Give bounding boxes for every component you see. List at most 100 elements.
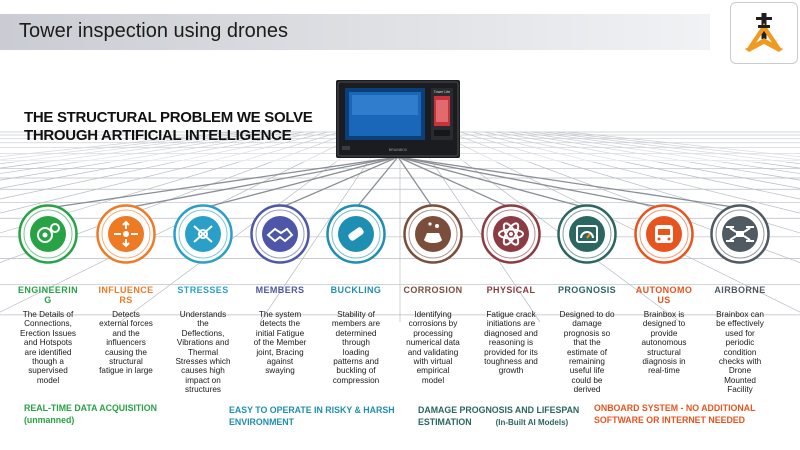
footer-line: ESTIMATION(In-Built AI Models)	[418, 416, 579, 429]
category-icon-10	[710, 204, 770, 264]
category-icon-7	[481, 204, 541, 264]
category-description-line: that the	[573, 338, 601, 348]
brainbox-device: Tower Lite BRAINBOX	[336, 80, 460, 158]
gears-icon	[18, 204, 78, 264]
connector-line	[397, 156, 665, 209]
category-description-line: numerical data	[406, 338, 460, 348]
category-description-line: condition	[723, 347, 757, 357]
footer-line: EASY TO OPERATE IN RISKY & HARSH	[229, 405, 395, 415]
category-description-line: Fatigue crack	[486, 310, 536, 319]
category-description-line: initial Fatigue	[255, 328, 305, 338]
category-label-line: ENGINEERIN	[17, 285, 78, 295]
category-description-line: real-time	[648, 366, 680, 376]
connector-line	[355, 156, 399, 209]
category-description-line: corrosions by	[408, 319, 458, 329]
category-description-line: periodic	[725, 338, 755, 348]
category-description-line: model	[421, 375, 445, 385]
category-description-line: empirical	[416, 366, 450, 376]
category-description-line: Brainbox is	[643, 310, 685, 319]
category-label-line: PROGNOSIS	[557, 285, 617, 295]
category-description-line: determined	[335, 328, 377, 338]
category-description-line: buckling of	[336, 366, 376, 376]
headline-line-1: THE STRUCTURAL PROBLEM WE SOLVE	[24, 109, 313, 126]
connector-line	[47, 156, 399, 209]
category-description-line: Mounted	[724, 375, 756, 385]
category-label: PHYSICAL	[479, 285, 543, 295]
category-icon-9	[634, 204, 694, 264]
category-description-line: against	[266, 357, 294, 367]
category-description-line: and the	[112, 328, 140, 338]
category-label: BUCKLING	[324, 285, 388, 295]
device-brand: BRAINBOX	[389, 148, 408, 152]
category-label: AIRBORNE	[708, 285, 772, 295]
category-description-line: Drone	[728, 366, 752, 376]
category-description-line: The Details of	[22, 310, 74, 319]
footer-line: (unmanned)	[24, 415, 75, 425]
category-description-line: Vibrations and	[176, 338, 230, 348]
category-description-line: growth	[498, 366, 524, 376]
device-screen-tag: Tower Lite	[434, 90, 450, 94]
stress-icon	[173, 204, 233, 264]
footer-onboard-system: ONBOARD SYSTEM - NO ADDITIONAL SOFTWARE …	[594, 402, 755, 426]
category-description-line: supervised	[28, 366, 68, 376]
connector-line	[279, 156, 399, 209]
category-description-line: causes high	[181, 366, 225, 376]
category-description-line: external forces	[99, 319, 153, 329]
category-description-line: and validating	[407, 347, 459, 357]
category-description-line: structural	[647, 347, 681, 357]
category-description-line: Facility	[727, 385, 753, 395]
category-description-line: causing the	[105, 347, 147, 357]
category-label: CORROSION	[401, 285, 465, 295]
category-icon-5	[326, 204, 386, 264]
category-description-line: members are	[331, 319, 381, 329]
category-icon-4	[250, 204, 310, 264]
category-icon-8	[557, 204, 617, 264]
category-description-line: Stresses which	[175, 357, 231, 367]
car-icon	[634, 204, 694, 264]
category-description-line: structural	[109, 357, 143, 367]
atom-icon	[481, 204, 541, 264]
footer-line-text: ESTIMATION	[418, 417, 472, 427]
category-description-line: through	[342, 338, 370, 348]
category-description-line: detects the	[259, 319, 301, 329]
category-description-line: Identifying	[414, 310, 452, 319]
forces-icon	[96, 204, 156, 264]
category-description-line: damage	[572, 319, 602, 329]
category-label: MEMBERS	[248, 285, 312, 295]
category-description-line: swaying	[265, 366, 295, 376]
category-label-line: PHYSICAL	[486, 285, 536, 295]
category-description-line: patterns and	[333, 357, 379, 367]
category-description-line: reasoning is	[488, 338, 534, 348]
category-description-line: model	[36, 375, 60, 385]
category-description-line: provide	[650, 328, 678, 338]
footer-line: ONBOARD SYSTEM - NO ADDITIONAL	[594, 403, 756, 413]
slide-title: Tower inspection using drones	[19, 20, 289, 42]
category-description-line: provided for its	[484, 347, 538, 357]
category-label-line: STRESSES	[177, 285, 229, 295]
category-description-line: influencers	[106, 338, 146, 348]
tripod-logo-icon	[745, 13, 783, 52]
category-label-line: CORROSION	[403, 285, 463, 295]
category-description-line: the	[197, 319, 209, 329]
category-description-line: Brainbox can	[716, 310, 764, 319]
category-icon-6	[403, 204, 463, 264]
category-description-line: initiations are	[486, 319, 536, 329]
category-description-line: autonomous	[641, 338, 687, 348]
category-description-line: Stability of	[337, 310, 375, 319]
handshake-icon	[250, 204, 310, 264]
category-icon-1	[18, 204, 78, 264]
category-label: PROGNOSIS	[555, 285, 619, 295]
footer-line: ENVIRONMENT	[229, 417, 295, 427]
category-description-line: with virtual	[413, 357, 453, 367]
category-label-line: AIRBORNE	[714, 285, 766, 295]
